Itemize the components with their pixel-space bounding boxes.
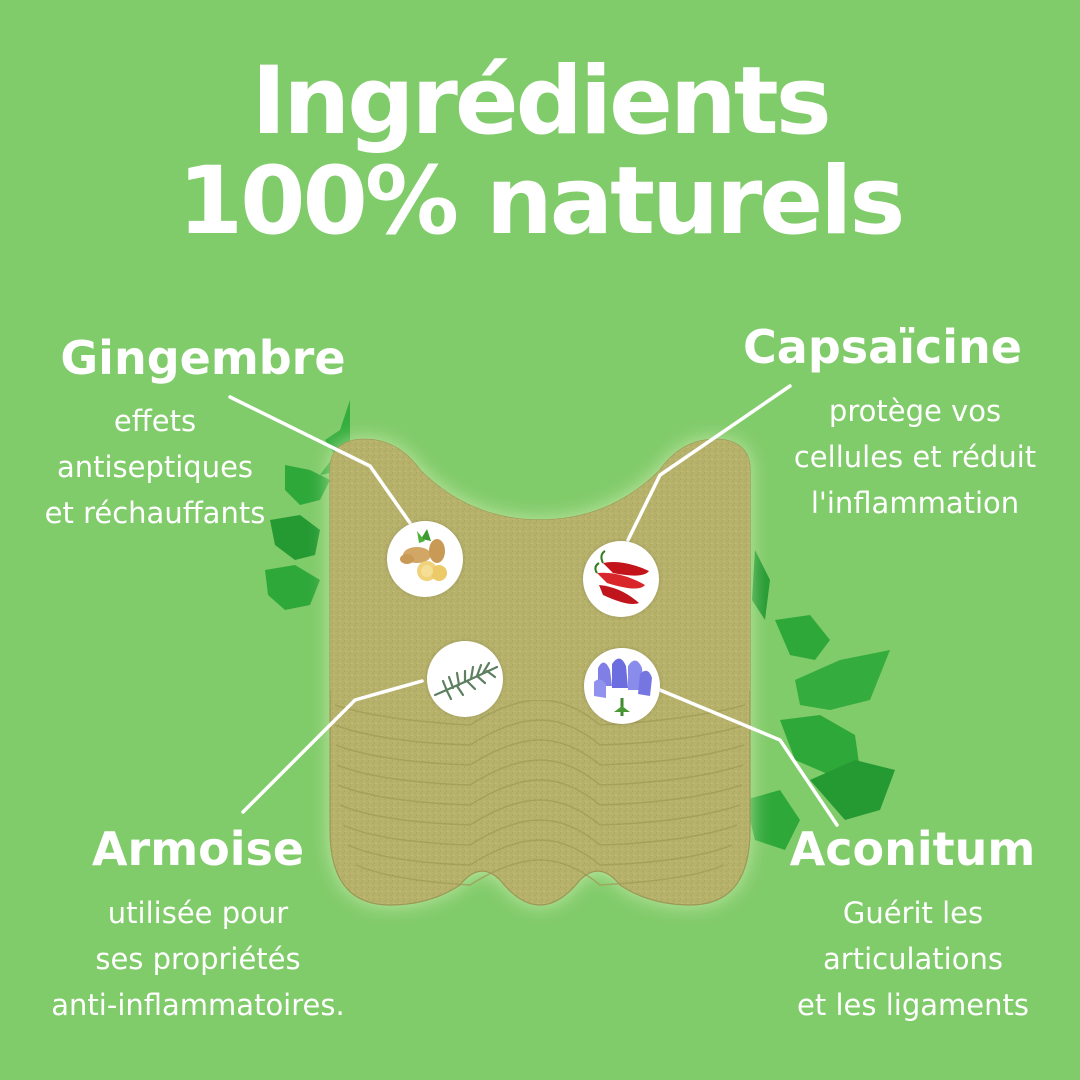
connector-gingembre [228,395,412,525]
ingredient-desc-armoise: utilisée pour ses propriétés anti-inflam… [51,896,345,1022]
aconite-flower-icon [584,648,660,724]
ingredient-name-capsaicine: Capsaïcine [743,320,1022,374]
ingredient-name-armoise: Armoise [91,822,305,876]
ingredient-desc-aconitum: Guérit les articulations et les ligament… [797,896,1029,1022]
ingredient-name-aconitum: Aconitum [789,822,1036,876]
page-title: Ingrédients 100% naturels [0,52,1080,252]
title-line-1: Ingrédients [251,47,831,156]
chili-pepper-icon [583,541,659,617]
patch-stack [329,438,751,906]
mugwort-icon [427,641,503,717]
title-line-2: 100% naturels [177,147,906,256]
ginger-icon [387,521,463,597]
connector-capsaicine [626,384,792,542]
ingredient-desc-capsaicine: protège vos cellules et réduit l'inflamm… [793,394,1037,520]
ingredient-name-gingembre: Gingembre [60,331,346,385]
connector-lines [228,384,839,827]
leaves-right-icon [745,550,895,850]
connector-aconitum [658,688,839,827]
ingredient-desc-gingembre: effets antiseptiques et réchauffants [44,404,266,530]
connector-armoise [241,679,424,814]
